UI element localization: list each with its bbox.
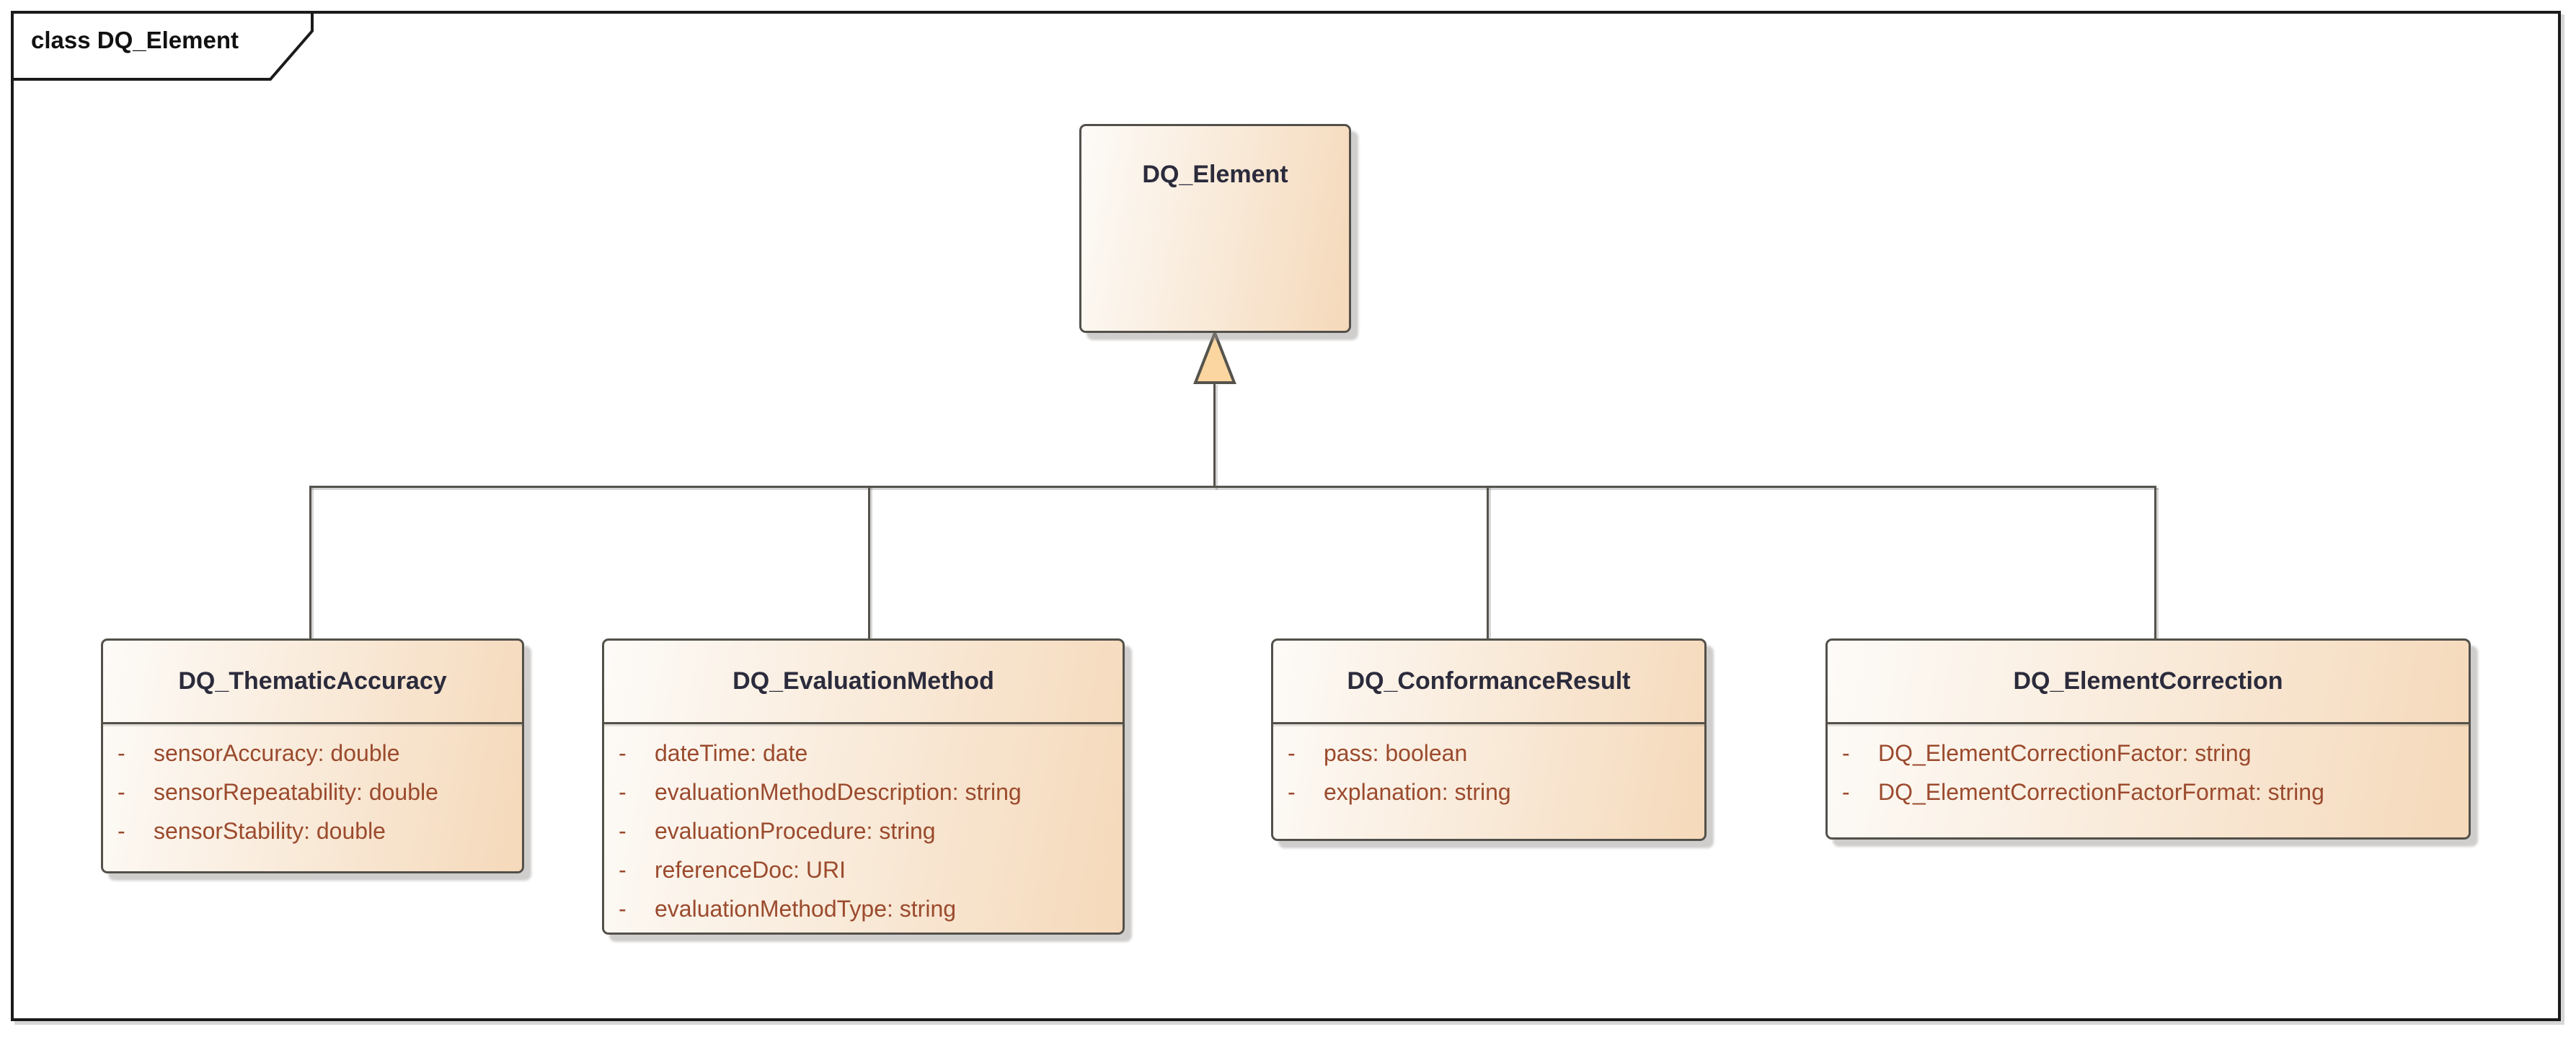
attribute-text: evaluationProcedure: string: [655, 817, 936, 844]
attribute-text: DQ_ElementCorrectionFactorFormat: string: [1878, 778, 2324, 805]
visibility-marker: -: [118, 778, 125, 805]
class-box-dq-evaluation-method[interactable]: DQ_EvaluationMethod - dateTime: date - e…: [602, 638, 1125, 935]
visibility-marker: -: [619, 778, 627, 805]
attribute-text: DQ_ElementCorrectionFactor: string: [1878, 739, 2252, 766]
class-box-dq-conformance-result[interactable]: DQ_ConformanceResult - pass: boolean - e…: [1271, 638, 1707, 841]
attribute-row: - referenceDoc: URI: [604, 850, 1123, 889]
attribute-text: pass: boolean: [1324, 739, 1468, 766]
attribute-row: - evaluationMethodType: string: [604, 889, 1123, 928]
visibility-marker: -: [1288, 778, 1296, 805]
generalization-connector-bus[interactable]: [309, 486, 2156, 488]
attribute-row: - evaluationProcedure: string: [604, 811, 1123, 850]
attribute-row: - DQ_ElementCorrectionFactorFormat: stri…: [1828, 773, 2469, 811]
class-box-dq-element[interactable]: DQ_Element: [1079, 124, 1351, 333]
attribute-row: - DQ_ElementCorrectionFactor: string: [1828, 734, 2469, 773]
visibility-marker: -: [619, 895, 627, 922]
visibility-marker: -: [619, 856, 627, 883]
attribute-text: sensorStability: double: [154, 817, 386, 844]
attribute-text: sensorAccuracy: double: [154, 739, 400, 766]
attribute-compartment: - dateTime: date - evaluationMethodDescr…: [604, 724, 1123, 928]
visibility-marker: -: [118, 739, 125, 766]
class-title: DQ_EvaluationMethod: [604, 641, 1123, 724]
frame-tab-label: class DQ_Element: [31, 27, 239, 53]
attribute-row: - dateTime: date: [604, 734, 1123, 773]
generalization-connector-drop-2[interactable]: [868, 486, 870, 640]
visibility-marker: -: [1842, 778, 1850, 805]
attribute-compartment: - pass: boolean - explanation: string: [1273, 724, 1704, 811]
visibility-marker: -: [1842, 739, 1850, 766]
attribute-text: sensorRepeatability: double: [154, 778, 438, 805]
attribute-text: explanation: string: [1324, 778, 1511, 805]
frame-tab: [11, 11, 314, 81]
attribute-compartment: - sensorAccuracy: double - sensorRepeata…: [103, 724, 522, 850]
attribute-row: - sensorRepeatability: double: [103, 773, 522, 811]
attribute-compartment: - DQ_ElementCorrectionFactor: string - D…: [1828, 724, 2469, 811]
attribute-row: - evaluationMethodDescription: string: [604, 773, 1123, 811]
visibility-marker: -: [118, 817, 125, 844]
diagram-frame: [11, 11, 2561, 1021]
inheritance-triangle-icon[interactable]: [1190, 330, 1241, 386]
visibility-marker: -: [619, 817, 627, 844]
class-title: DQ_Element: [1142, 161, 1288, 188]
generalization-connector-drop-4[interactable]: [2154, 486, 2156, 640]
class-title: DQ_ElementCorrection: [1828, 641, 2469, 724]
generalization-connector-stem[interactable]: [1213, 383, 1216, 488]
class-box-dq-element-correction[interactable]: DQ_ElementCorrection - DQ_ElementCorrect…: [1825, 638, 2471, 840]
class-title: DQ_ConformanceResult: [1273, 641, 1704, 724]
generalization-connector-drop-1[interactable]: [309, 486, 311, 640]
class-box-dq-thematic-accuracy[interactable]: DQ_ThematicAccuracy - sensorAccuracy: do…: [101, 638, 524, 873]
class-title: DQ_ThematicAccuracy: [103, 641, 522, 724]
attribute-row: - pass: boolean: [1273, 734, 1704, 773]
attribute-text: dateTime: date: [655, 739, 808, 766]
attribute-text: referenceDoc: URI: [655, 856, 846, 883]
attribute-row: - sensorStability: double: [103, 811, 522, 850]
attribute-row: - explanation: string: [1273, 773, 1704, 811]
attribute-row: - sensorAccuracy: double: [103, 734, 522, 773]
visibility-marker: -: [619, 739, 627, 766]
attribute-text: evaluationMethodType: string: [655, 895, 957, 922]
visibility-marker: -: [1288, 739, 1296, 766]
generalization-connector-drop-3[interactable]: [1487, 486, 1489, 640]
attribute-text: evaluationMethodDescription: string: [655, 778, 1022, 805]
